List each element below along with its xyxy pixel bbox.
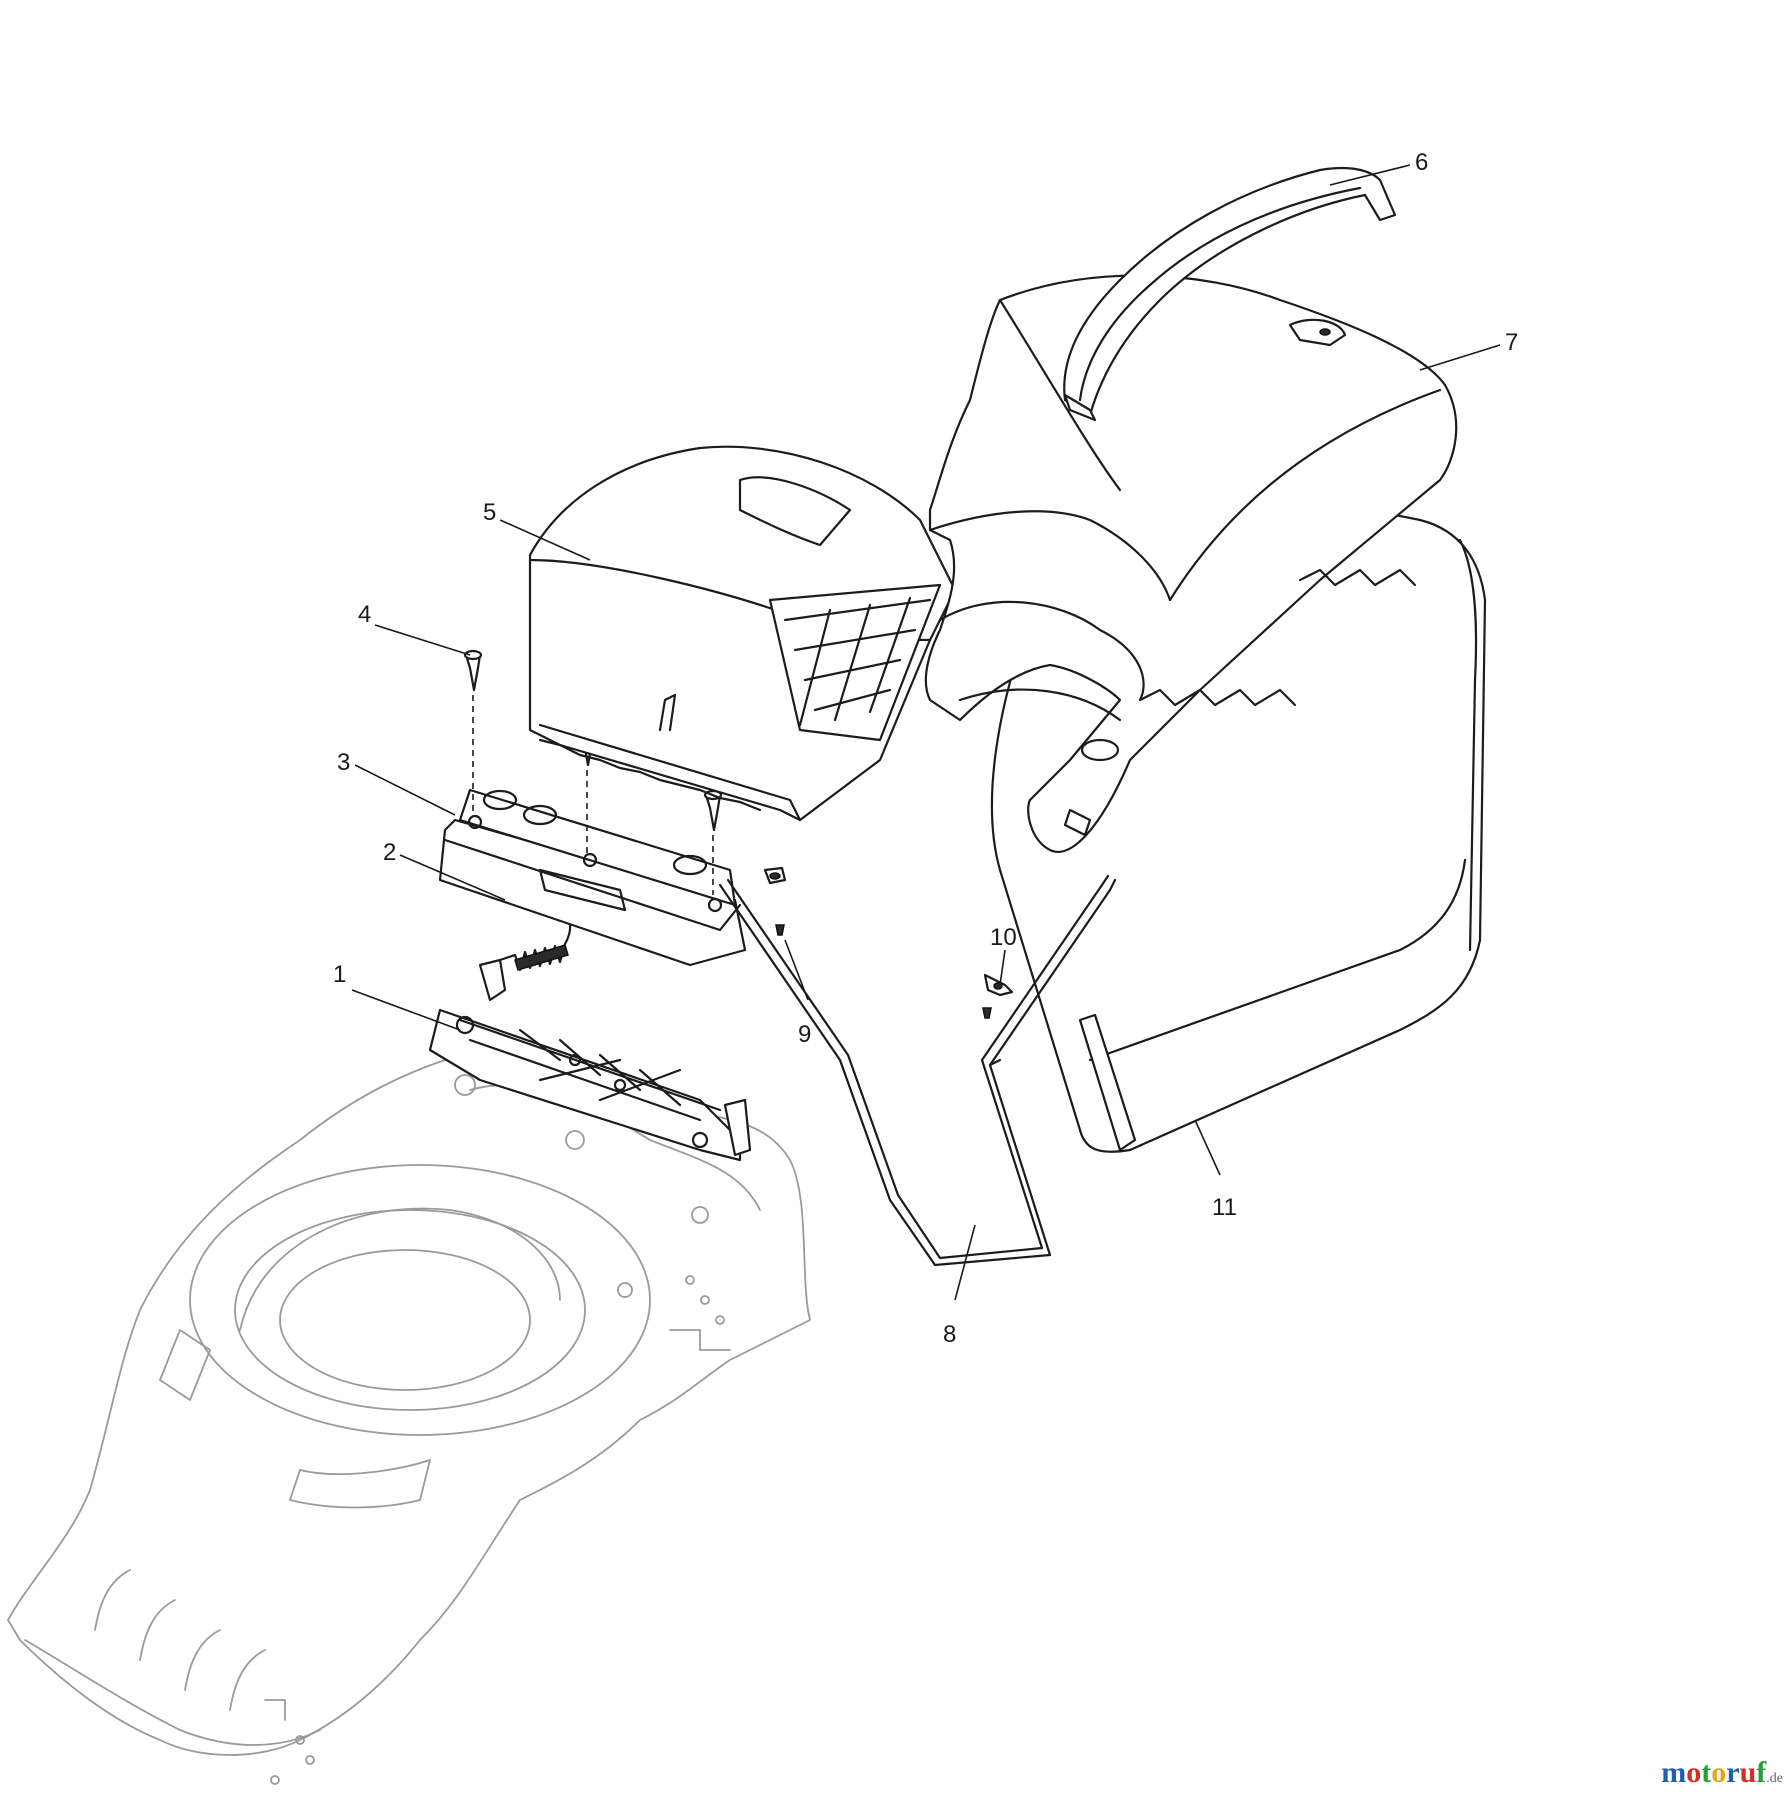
callout-3: 3 [337, 749, 350, 776]
callout-8: 8 [943, 1321, 956, 1348]
callout-11: 11 [1212, 1194, 1237, 1221]
callout-1: 1 [333, 961, 346, 988]
part-10-clip [982, 973, 1014, 1019]
part-2-spring [498, 918, 572, 972]
part-5-rear-cover [528, 445, 957, 822]
callout-labels: 1 2 3 4 5 6 7 8 9 10 11 [333, 149, 1518, 1348]
leader-lines [351, 164, 1501, 1301]
part-1-hinge-bracket [428, 958, 752, 1162]
motoruf-logo: motoruf.de [1661, 1756, 1783, 1790]
part-8-bag-frame [718, 874, 1117, 1267]
logo-text: motoruf [1661, 1756, 1767, 1789]
callout-2: 2 [383, 839, 396, 866]
callout-6: 6 [1415, 149, 1428, 176]
callout-4: 4 [358, 601, 371, 628]
mower-deck [7, 1049, 811, 1785]
part-9-clip [763, 866, 787, 936]
part-6-handle [1063, 166, 1397, 422]
part-7-grass-bag-top [924, 274, 1458, 853]
callout-5: 5 [483, 499, 496, 526]
callout-9: 9 [798, 1021, 811, 1048]
callout-10: 10 [990, 924, 1017, 951]
callout-7: 7 [1505, 329, 1518, 356]
logo-tld: .de [1766, 1771, 1783, 1786]
part-3-rear-flap [438, 788, 747, 967]
